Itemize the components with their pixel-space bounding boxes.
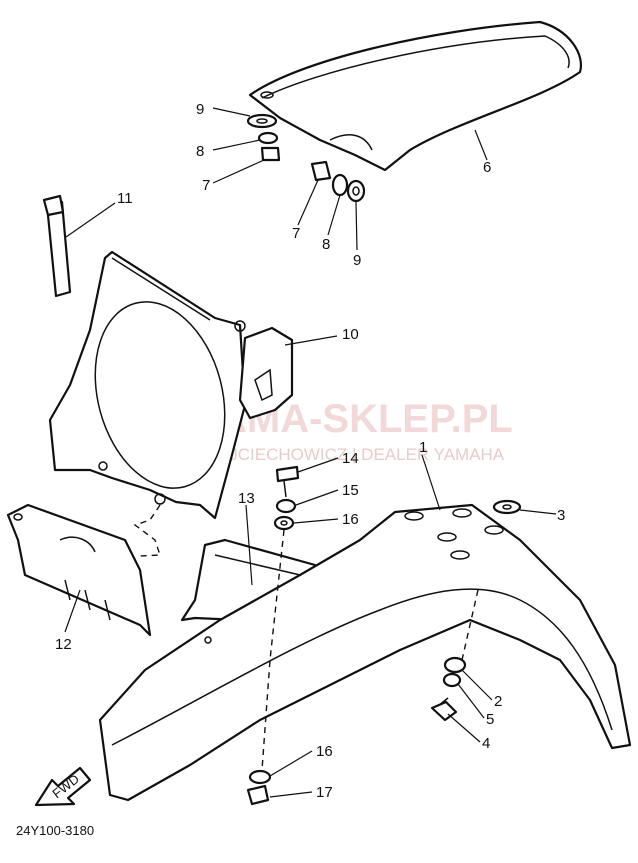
callout-1: 1 (419, 439, 427, 456)
callout-12: 12 (55, 636, 72, 653)
skid-plate-part-12 (6, 503, 152, 637)
fwd-arrow-icon: FWD (34, 766, 92, 807)
hardware-left (246, 113, 281, 162)
callout-9-left: 9 (196, 101, 204, 118)
callout-17: 17 (316, 784, 333, 801)
callout-8-left: 8 (196, 143, 204, 160)
callout-6: 6 (483, 159, 491, 176)
callout-5: 5 (486, 711, 494, 728)
cable-tie-part-11 (42, 194, 72, 298)
callout-3: 3 (557, 507, 565, 524)
leader-lines (64, 107, 557, 798)
callout-13: 13 (238, 490, 255, 507)
callout-2: 2 (494, 693, 502, 710)
watermark: YAMA-SKLEP.PL WOJCIECHOWICZ | DEALER YAM… (83, 383, 513, 477)
sponge-part-10 (238, 326, 294, 420)
callout-16-bottom: 16 (316, 743, 333, 760)
callout-7-right: 7 (292, 225, 300, 242)
callout-15: 15 (342, 482, 359, 499)
callout-8-right: 8 (322, 236, 330, 253)
callout-10: 10 (342, 326, 359, 343)
callout-16-top: 16 (342, 511, 359, 528)
callout-11: 11 (117, 190, 133, 207)
callout-14: 14 (342, 450, 359, 467)
hardware-flap (246, 465, 300, 806)
watermark-subtitle: WOJCIECHOWICZ | DEALER YAMAHA (200, 445, 505, 464)
assembly-lines (133, 504, 479, 771)
callout-7-left: 7 (202, 177, 210, 194)
side-cover-part-10 (48, 250, 247, 520)
front-fender-part-1 (98, 503, 632, 802)
callouts: 1 2 3 4 5 6 7 8 9 7 8 9 10 11 12 13 14 1… (55, 101, 565, 801)
hardware-right (310, 160, 366, 203)
callout-4: 4 (482, 735, 490, 752)
callout-9-right: 9 (353, 252, 361, 269)
part-code: 24Y100-3180 (16, 823, 94, 838)
rear-fender-part-6 (248, 20, 583, 172)
